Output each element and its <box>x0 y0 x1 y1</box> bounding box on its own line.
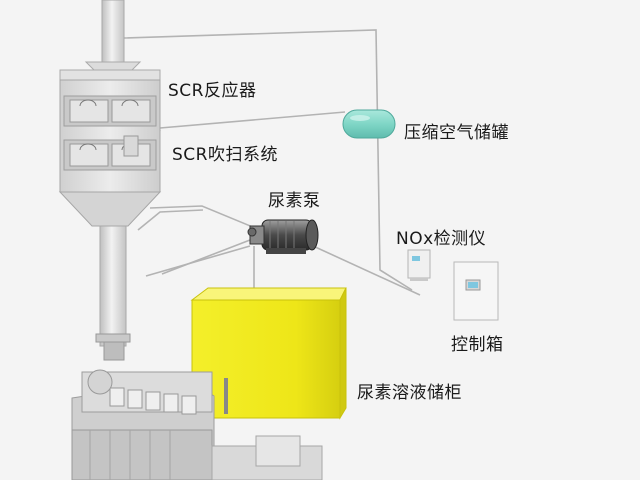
urea-storage-tank <box>190 287 347 420</box>
label-control-box: 控制箱 <box>451 335 504 355</box>
control-box <box>453 261 499 321</box>
pipe-lines <box>123 29 421 300</box>
compressed-air-tank <box>342 109 396 139</box>
label-urea-solution-tank: 尿素溶液储柜 <box>357 383 462 403</box>
scr-reactor <box>58 69 162 227</box>
urea-pump <box>247 219 319 254</box>
nox-analyzer <box>407 249 431 281</box>
label-nox-analyzer: NOx检测仪 <box>396 229 487 249</box>
label-urea-pump: 尿素泵 <box>268 191 321 211</box>
exhaust-stack-top <box>84 0 142 71</box>
label-scr-reactor: SCR反应器 <box>168 81 257 101</box>
label-compressed-air-tank: 压缩空气储罐 <box>404 123 509 143</box>
diesel-engine <box>71 369 323 480</box>
label-scr-purge-system: SCR吹扫系统 <box>172 145 278 165</box>
exhaust-pipe <box>95 225 131 361</box>
